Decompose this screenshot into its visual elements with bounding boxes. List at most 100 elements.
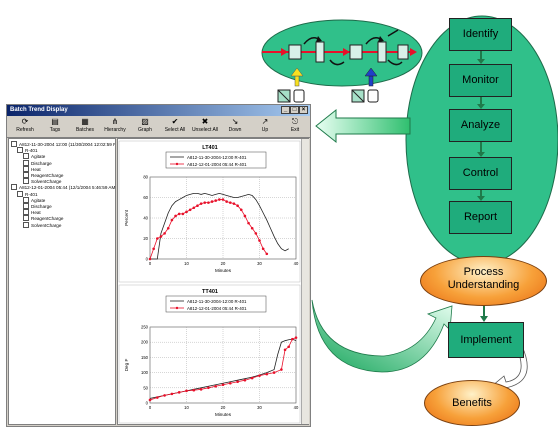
data-point [283, 348, 287, 352]
batch-trend-window: Batch Trend Display _ □ × ⟳Refresh▤Tags▦… [6, 104, 311, 427]
tree-unit-node[interactable]: R-401 [17, 190, 38, 198]
tree-checkbox[interactable] [23, 172, 29, 178]
step-identify: Identify [449, 18, 512, 51]
curved-arrow [311, 299, 453, 373]
data-point [287, 345, 290, 349]
data-point [188, 208, 192, 212]
tree-checkbox[interactable] [17, 190, 23, 197]
tree-checkbox[interactable] [23, 209, 29, 216]
tree-batch-node[interactable]: A812-12-01-2004 05:44 (12/1/2004 5:46:59… [11, 184, 116, 191]
tree-checkbox[interactable] [23, 165, 29, 172]
data-point [254, 232, 258, 235]
data-point [250, 226, 254, 230]
data-point [199, 202, 203, 205]
data-point [261, 247, 265, 251]
tree-batch-node[interactable]: A812-11-30-2004 12:00 (11/30/2004 12:02:… [11, 141, 115, 148]
tree-phase-node[interactable]: SolventCharge [23, 221, 62, 229]
tree-phase-node[interactable]: ReagentCharge [23, 215, 63, 222]
data-point [258, 374, 261, 377]
tree-phase-node[interactable]: Agitate [23, 196, 45, 204]
connector-head [477, 59, 485, 64]
tree-label: SolventCharge [31, 222, 62, 228]
data-point [265, 372, 269, 376]
tree-checkbox[interactable] [23, 178, 29, 185]
toolbar-button-unselect-all[interactable]: ✖Unselect All [190, 117, 220, 136]
data-point [247, 221, 250, 225]
data-point [185, 210, 188, 214]
instrument-icons [277, 89, 379, 103]
tree-label: R-401 [25, 148, 38, 154]
y-tick-label: 50 [143, 385, 148, 390]
x-tick-label: 20 [221, 405, 226, 410]
tree-phase-node[interactable]: Agitate [23, 153, 45, 160]
toolbar-button-graph[interactable]: ▨Graph [130, 117, 160, 136]
tree-checkbox[interactable] [23, 221, 29, 228]
y-tick-label: 0 [146, 257, 149, 262]
data-point [177, 212, 181, 216]
implement-box: Implement [448, 322, 524, 358]
data-point [156, 237, 159, 240]
tree-checkbox[interactable] [11, 184, 17, 191]
minimize-button[interactable]: _ [281, 106, 290, 114]
window-titlebar[interactable]: Batch Trend Display _ □ × [7, 105, 310, 116]
toolbar-button-refresh[interactable]: ⟳Refresh [10, 117, 40, 136]
tree-checkbox[interactable] [23, 196, 29, 203]
tree-checkbox[interactable] [23, 203, 29, 209]
data-point [203, 201, 207, 204]
step-label: Analyze [460, 119, 501, 131]
toolbar-button-hierarchy[interactable]: ⋔Hierarchy [100, 117, 130, 136]
data-point [166, 226, 170, 230]
tree-label: Heat [31, 166, 41, 172]
step-label: Monitor [462, 74, 499, 86]
check-icon: ✔ [171, 117, 179, 126]
tree-phase-node[interactable]: SolventCharge [23, 178, 61, 185]
tree-checkbox[interactable] [23, 159, 29, 166]
step-label: Control [462, 167, 499, 179]
tree-checkbox[interactable] [11, 141, 17, 147]
data-point [210, 200, 214, 203]
y-tick-label: 80 [143, 175, 148, 180]
toolbar-button-up[interactable]: ↗Up [250, 117, 280, 136]
data-point [250, 376, 254, 380]
data-point [196, 204, 199, 207]
tree-checkbox[interactable] [23, 153, 29, 160]
maximize-button[interactable]: □ [290, 106, 299, 114]
close-button[interactable]: × [299, 106, 308, 114]
batches-icon: ▦ [81, 117, 89, 126]
toolbar-button-select-all[interactable]: ✔Select All [160, 117, 190, 136]
toolbar-button-tags[interactable]: ▤Tags [40, 117, 70, 136]
data-point [294, 336, 298, 339]
data-point [192, 388, 196, 392]
tree-phase-node[interactable]: Discharge [23, 159, 52, 167]
x-tick-label: 40 [294, 405, 299, 410]
window-title: Batch Trend Display [10, 107, 68, 113]
y-tick-label: 40 [143, 216, 148, 221]
tree-phase-node[interactable]: Heat [23, 209, 41, 216]
toolbar-button-batches[interactable]: ▦Batches [70, 117, 100, 136]
tree-unit-node[interactable]: R-401 [17, 147, 38, 154]
tree-phase-node[interactable]: Heat [23, 165, 41, 173]
x-tick-label: 30 [257, 405, 262, 410]
tree-phase-node[interactable]: ReagentCharge [23, 172, 63, 179]
tree-checkbox[interactable] [23, 215, 29, 222]
toolbar-button-down[interactable]: ↘Down [220, 117, 250, 136]
data-point [185, 389, 188, 393]
graph-icon: ▨ [141, 117, 149, 126]
tree-label: Discharge [31, 160, 52, 166]
tree-label: ReagentCharge [31, 173, 64, 178]
vertical-scrollbar[interactable] [301, 139, 309, 424]
down-icon: ↘ [231, 117, 239, 126]
data-point [163, 232, 166, 235]
signal-arrows [290, 67, 378, 87]
tree-label: A812-12-01-2004 05:44 (12/1/2004 5:46:59… [19, 185, 116, 191]
tree-label: Heat [31, 210, 41, 216]
chart-legend [165, 295, 267, 313]
up-icon: ↗ [261, 117, 269, 126]
data-point [243, 214, 247, 218]
data-point [221, 198, 225, 201]
tree-checkbox[interactable] [17, 147, 23, 154]
toolbar-button-exit[interactable]: ⎋Exit [280, 117, 310, 136]
tree-label: Discharge [31, 204, 52, 209]
tree-phase-node[interactable]: Discharge [23, 203, 52, 210]
